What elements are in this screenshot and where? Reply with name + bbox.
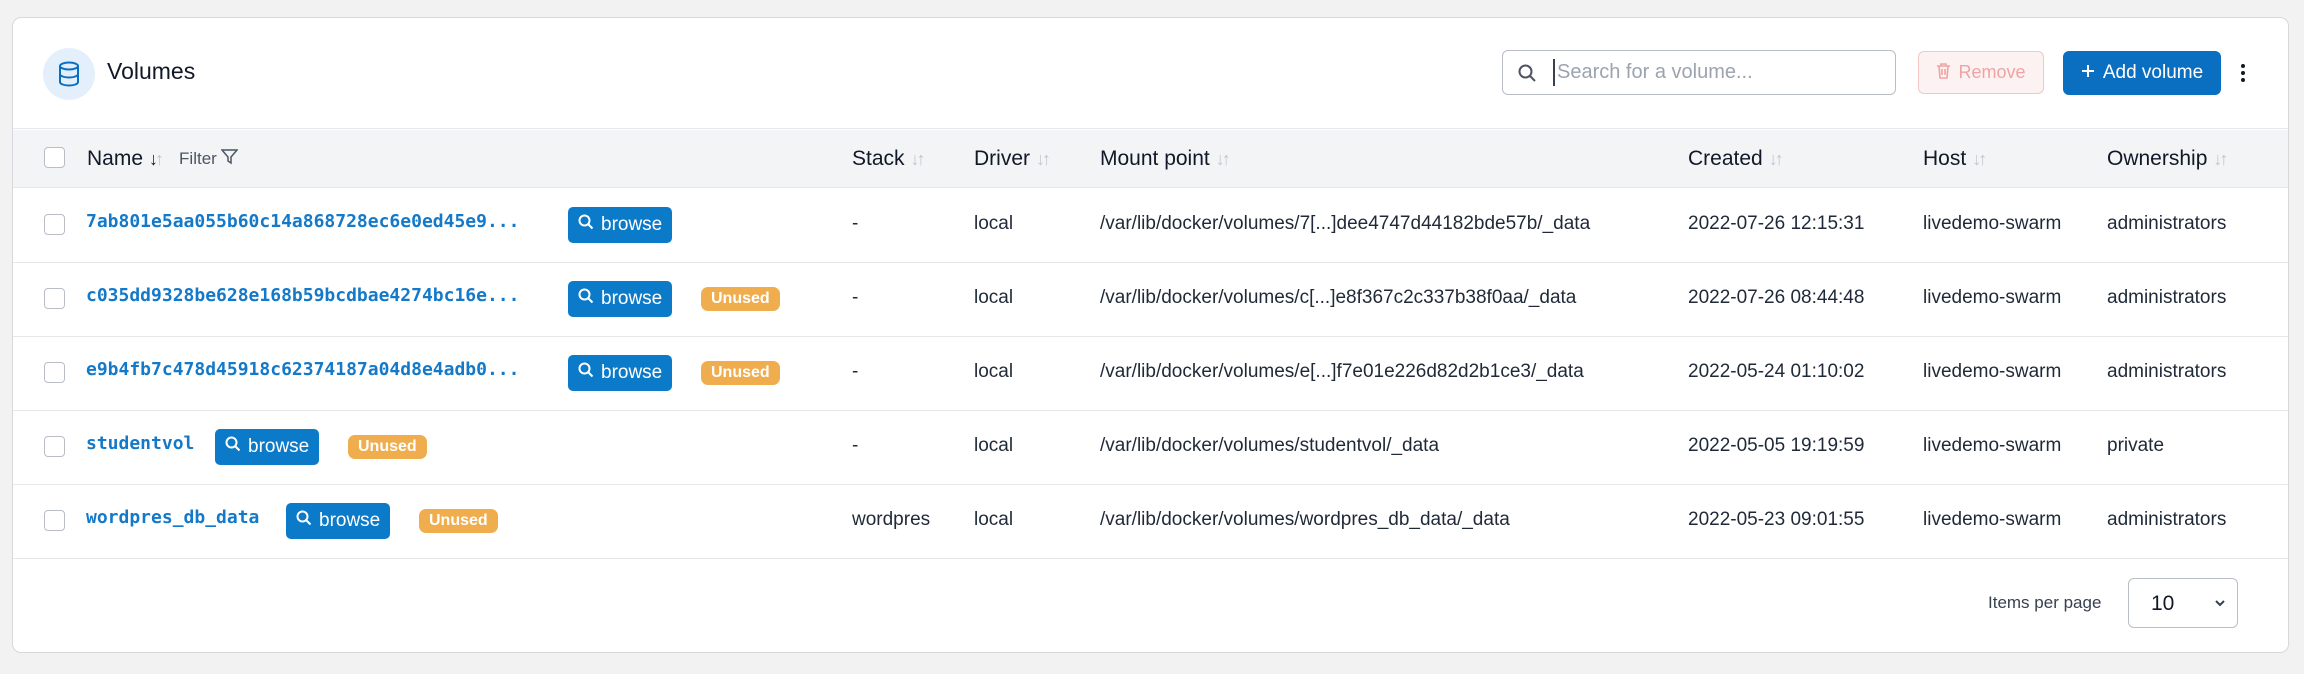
stack-cell: - (852, 213, 859, 234)
volume-name-link[interactable]: 7ab801e5aa055b60c14a868728ec6e0ed45e9... (86, 211, 520, 232)
stack-cell: - (852, 361, 859, 382)
mount-point-cell: /var/lib/docker/volumes/wordpres_db_data… (1100, 509, 1510, 530)
remove-button-label: Remove (1958, 62, 2026, 82)
driver-cell: local (974, 509, 1014, 530)
items-per-page-label: Items per page (1988, 593, 2102, 612)
mount-point-cell: /var/lib/docker/volumes/studentvol/_data (1100, 435, 1440, 456)
row-checkbox[interactable] (44, 436, 65, 457)
chevron-down-icon (2213, 596, 2227, 615)
add-volume-label: Add volume (2102, 62, 2204, 83)
ownership-cell: administrators (2107, 287, 2227, 308)
table-row: wordpres_db_data browse Unused wordpres … (13, 485, 2288, 559)
driver-cell: local (974, 287, 1014, 308)
select-all-checkbox[interactable] (44, 147, 65, 168)
browse-button[interactable]: browse (286, 503, 391, 539)
driver-cell: local (974, 213, 1014, 234)
mount-point-cell: /var/lib/docker/volumes/e[...]f7e01e226d… (1100, 361, 1584, 382)
unused-badge: Unused (701, 287, 780, 311)
items-per-page-select[interactable]: 10 (2128, 578, 2238, 628)
sort-icon: ↓↑ (1036, 148, 1051, 169)
plus-icon (2081, 62, 2095, 84)
volumes-panel: Volumes Remove Add volume (12, 17, 2289, 653)
remove-button[interactable]: Remove (1918, 51, 2044, 94)
volume-name-link[interactable]: e9b4fb7c478d45918c62374187a04d8e4adb0... (86, 359, 520, 380)
table-header: Name ↓↑ Filter Stack↓↑ Driver↓↑ Mount po… (13, 130, 2288, 188)
mount-point-cell: /var/lib/docker/volumes/c[...]e8f367c2c3… (1100, 287, 1577, 308)
unused-badge: Unused (419, 509, 498, 533)
stack-cell: wordpres (852, 509, 931, 530)
volume-name-link[interactable]: wordpres_db_data (86, 507, 260, 528)
items-per-page-value: 10 (2151, 592, 2175, 615)
unused-badge: Unused (348, 435, 427, 459)
created-cell: 2022-07-26 08:44:48 (1688, 287, 1865, 308)
host-cell: livedemo-swarm (1923, 287, 2062, 308)
more-options-icon[interactable] (2235, 58, 2251, 88)
unused-badge: Unused (701, 361, 780, 385)
row-checkbox[interactable] (44, 288, 65, 309)
driver-cell: local (974, 361, 1014, 382)
browse-button[interactable]: browse (568, 355, 673, 391)
column-ownership[interactable]: Ownership↓↑ (2107, 147, 2228, 170)
host-cell: livedemo-swarm (1923, 213, 2062, 234)
ownership-cell: private (2107, 435, 2165, 456)
table-row: e9b4fb7c478d45918c62374187a04d8e4adb0...… (13, 337, 2288, 411)
sort-icon: ↓↑ (2213, 148, 2228, 169)
search-box (1502, 50, 1896, 95)
sort-icon: ↓↑ (1768, 148, 1784, 169)
table-row: c035dd9328be628e168b59bcdbae4274bc16e...… (13, 263, 2288, 337)
created-cell: 2022-05-23 09:01:55 (1688, 509, 1865, 530)
host-cell: livedemo-swarm (1923, 509, 2062, 530)
database-icon (43, 48, 95, 100)
ownership-cell: administrators (2107, 361, 2227, 382)
filter-icon (220, 148, 239, 170)
mount-point-cell: /var/lib/docker/volumes/7[...]dee4747d44… (1100, 213, 1591, 234)
filter-toggle[interactable]: Filter (179, 148, 239, 170)
ownership-cell: administrators (2107, 213, 2227, 234)
sort-desc-icon: ↓↑ (149, 148, 164, 169)
stack-cell: - (852, 435, 859, 456)
host-cell: livedemo-swarm (1923, 361, 2062, 382)
row-checkbox[interactable] (44, 362, 65, 383)
search-input[interactable] (1553, 59, 1887, 86)
host-cell: livedemo-swarm (1923, 435, 2062, 456)
created-cell: 2022-07-26 12:15:31 (1688, 213, 1865, 234)
driver-cell: local (974, 435, 1014, 456)
column-created[interactable]: Created↓↑ (1688, 147, 1784, 170)
sort-icon: ↓↑ (1972, 148, 1987, 169)
table-row: 7ab801e5aa055b60c14a868728ec6e0ed45e9...… (13, 189, 2288, 263)
column-stack[interactable]: Stack↓↑ (852, 147, 926, 170)
browse-button[interactable]: browse (568, 207, 673, 243)
stack-cell: - (852, 287, 859, 308)
panel-header: Volumes Remove Add volume (13, 18, 2288, 129)
table-row: studentvol browse Unused - local /var/li… (13, 411, 2288, 485)
created-cell: 2022-05-24 01:10:02 (1688, 361, 1865, 382)
search-icon (578, 288, 594, 310)
column-driver[interactable]: Driver↓↑ (974, 147, 1051, 170)
created-cell: 2022-05-05 19:19:59 (1688, 435, 1865, 456)
column-host[interactable]: Host↓↑ (1923, 147, 1987, 170)
browse-button[interactable]: browse (215, 429, 320, 465)
volume-name-link[interactable]: studentvol (86, 433, 195, 454)
search-icon (225, 436, 241, 458)
sort-icon: ↓↑ (910, 148, 926, 169)
browse-button[interactable]: browse (568, 281, 673, 317)
trash-icon (1936, 62, 1951, 84)
page-title: Volumes (107, 58, 196, 84)
search-icon (578, 362, 594, 384)
search-icon (578, 214, 594, 236)
ownership-cell: administrators (2107, 509, 2227, 530)
column-mount-point[interactable]: Mount point↓↑ (1100, 147, 1231, 170)
column-name[interactable]: Name ↓↑ Filter (87, 147, 239, 171)
sort-icon: ↓↑ (1215, 148, 1231, 169)
search-icon (296, 510, 312, 532)
row-checkbox[interactable] (44, 214, 65, 235)
search-icon (1517, 63, 1537, 88)
add-volume-button[interactable]: Add volume (2063, 51, 2221, 95)
volume-name-link[interactable]: c035dd9328be628e168b59bcdbae4274bc16e... (86, 285, 520, 306)
row-checkbox[interactable] (44, 510, 65, 531)
